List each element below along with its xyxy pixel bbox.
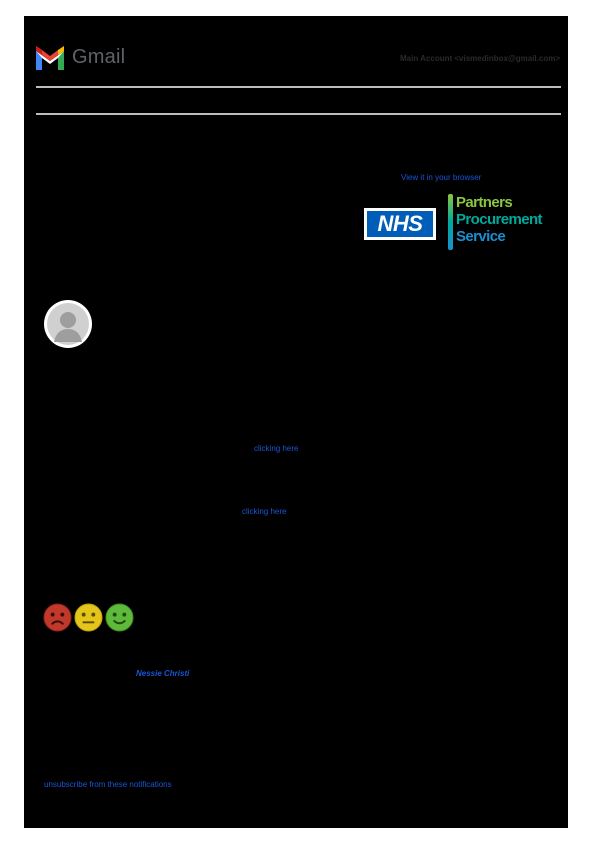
- pps-logo-bar: [448, 194, 453, 250]
- header-divider: [36, 86, 561, 88]
- pps-logo-line-3: Service: [456, 228, 506, 245]
- clicking-here-link-1[interactable]: clicking here: [254, 444, 299, 453]
- subject-divider: [36, 113, 561, 115]
- email-page: Gmail Main Account <vismedinbox@gmail.co…: [24, 16, 568, 828]
- view-in-browser-link[interactable]: View it in your browser: [401, 173, 482, 182]
- clicking-here-link-2[interactable]: clicking here: [242, 507, 287, 516]
- pps-logo-line-1: Partners: [456, 194, 513, 211]
- neutral-face-icon[interactable]: [74, 603, 103, 632]
- gmail-logo-icon: [36, 46, 64, 70]
- nhs-logo-text: NHS: [367, 211, 433, 237]
- pps-logo: Partners Procurement Service: [444, 192, 556, 250]
- nhs-logo: NHS: [364, 208, 436, 240]
- pps-logo-line-2: Procurement: [456, 211, 543, 228]
- sad-face-icon[interactable]: [43, 603, 72, 632]
- unsubscribe-link[interactable]: unsubscribe from these notifications: [44, 780, 172, 789]
- happy-face-icon[interactable]: [105, 603, 134, 632]
- signature-link[interactable]: Nessie Christi: [136, 669, 190, 678]
- gmail-wordmark: Gmail: [72, 46, 126, 68]
- avatar-icon: [44, 300, 92, 348]
- account-label: Main Account <vismedinbox@gmail.com>: [400, 54, 560, 63]
